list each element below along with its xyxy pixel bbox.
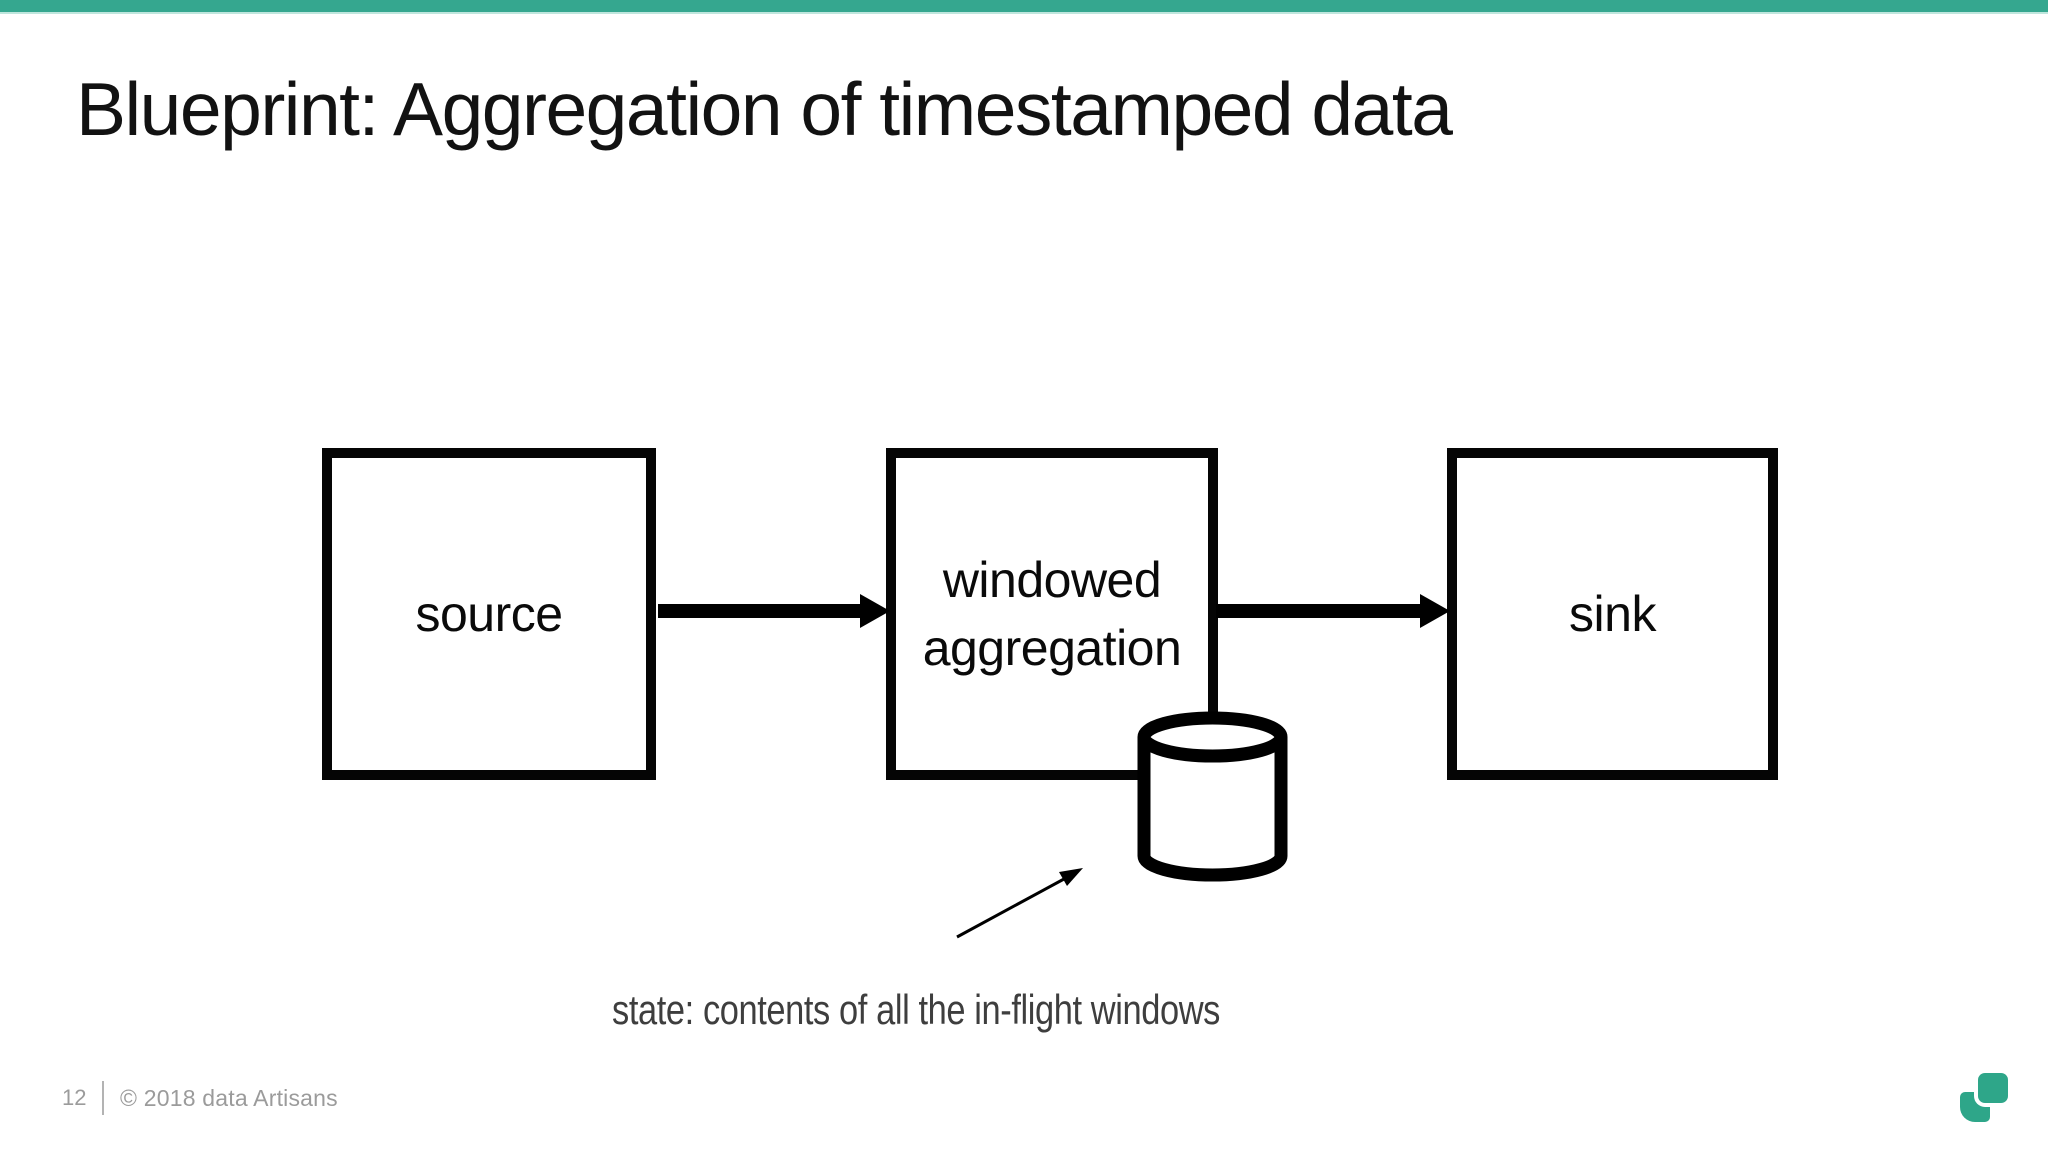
footer-divider [102, 1081, 104, 1115]
footer: 12 © 2018 data Artisans [62, 1078, 338, 1118]
page-number: 12 [62, 1085, 87, 1110]
node-sink: sink [1447, 448, 1778, 780]
annotation-arrow-icon [956, 868, 1083, 939]
flow-arrow-aggregation-to-sink-icon [1216, 594, 1450, 628]
node-sink-label: sink [1569, 586, 1656, 642]
state-annotation: state: contents of all the in-flight win… [612, 986, 1220, 1033]
node-windowed-aggregation-label: windowed aggregation [922, 552, 1182, 676]
logo-square-front [1978, 1073, 2008, 1103]
slide-title: Blueprint: Aggregation of timestamped da… [76, 67, 1453, 151]
flow-arrow-source-to-aggregation-icon [658, 594, 890, 628]
top-accent-bar [0, 0, 2048, 14]
node-source: source [322, 448, 656, 780]
node-source-label: source [415, 586, 563, 642]
copyright-text: © 2018 data Artisans [120, 1084, 338, 1111]
data-artisans-logo [1958, 1071, 2010, 1123]
node-windowed-aggregation: windowed aggregation [886, 448, 1218, 780]
